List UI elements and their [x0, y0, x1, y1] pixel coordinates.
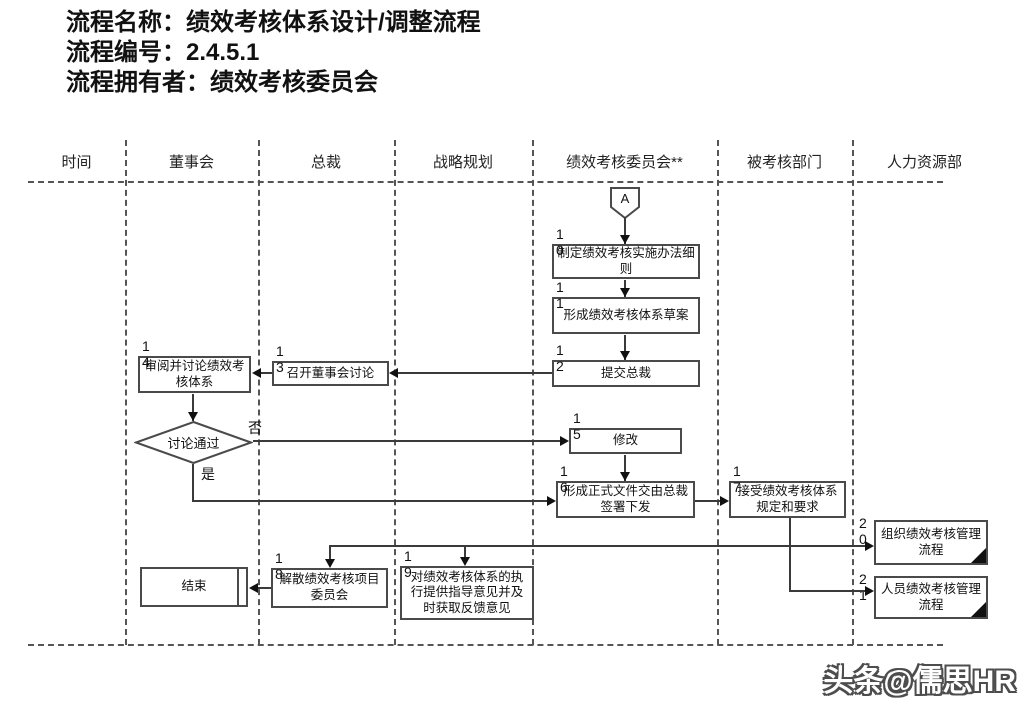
edge-16-to-17	[695, 500, 720, 502]
arrowhead-down-icon	[325, 559, 335, 568]
arrowhead-down-icon	[460, 557, 470, 566]
lane-header-president: 总裁	[310, 153, 341, 171]
edge-a-to-10	[624, 217, 626, 244]
step-number-14: 14	[142, 338, 150, 370]
lane-divider-6	[852, 140, 854, 645]
lane-header-hr: 人力资源部	[886, 153, 962, 171]
node-label: 提交总裁	[600, 365, 651, 380]
arrowhead-right-icon	[560, 436, 569, 446]
node-define-implementation-rules: 10 制定绩效考核实施办法细则	[552, 226, 700, 279]
arrowhead-left-icon	[252, 368, 261, 378]
node-label: 形成绩效考核体系草案	[563, 307, 689, 322]
decision-discussion-passed: 讨论通过	[134, 421, 253, 464]
title-block: 流程名称：绩效考核体系设计/调整流程 流程编号：2.4.5.1 流程拥有者：绩效…	[66, 8, 481, 98]
arrowhead-right-icon	[720, 496, 729, 506]
branch-label-no: 否	[248, 420, 262, 436]
node-review-and-discuss: 14 审阅并讨论绩效考核体系	[138, 338, 251, 393]
arrowhead-right-icon	[865, 541, 874, 551]
step-number-18: 18	[275, 550, 283, 582]
step-number-10: 10	[556, 226, 564, 258]
edge-decision-no-to-15	[253, 440, 560, 442]
decision-label: 讨论通过	[167, 436, 220, 451]
node-label: 审阅并讨论绩效考核体系	[144, 358, 245, 389]
header-underline	[28, 181, 943, 183]
node-label: 结束	[181, 579, 207, 594]
subprocess-corner-icon	[971, 548, 986, 563]
process-owner: 流程拥有者：绩效考核委员会	[66, 69, 378, 96]
arrowhead-down-icon	[620, 288, 630, 297]
arrowhead-down-icon	[188, 412, 198, 421]
node-label: 形成正式文件交由总裁签署下发	[562, 483, 688, 514]
node-label: 组织绩效考核管理流程	[880, 526, 981, 557]
lane-divider-5	[717, 140, 719, 645]
edge-decision-yes-down	[192, 464, 194, 502]
node-label: 对绩效考核体系的执行提供指导意见并及时获取反馈意见	[410, 569, 524, 615]
process-name: 流程名称：绩效考核体系设计/调整流程	[66, 9, 481, 36]
end-terminator-line	[237, 569, 239, 605]
lane-divider-3	[394, 140, 396, 645]
arrowhead-left-icon	[389, 368, 398, 378]
connector-a-label: A	[620, 190, 630, 206]
offpage-connector-a: A	[610, 187, 640, 219]
lane-divider-2	[258, 140, 260, 645]
subprocess-corner-icon	[971, 602, 986, 617]
edge-13-to-14	[261, 372, 272, 374]
lane-header-committee: 绩效考核委员会**	[566, 153, 683, 171]
edge-12-to-13	[398, 372, 552, 374]
node-label: 接受绩效考核体系规定和要求	[737, 483, 838, 514]
node-label: 修改	[612, 433, 638, 448]
lane-header-time: 时间	[61, 153, 92, 171]
bottom-border	[28, 644, 943, 646]
step-number-21: 21	[859, 571, 867, 603]
arrowhead-right-icon	[547, 496, 556, 506]
edge-14-to-decision	[192, 394, 194, 421]
arrowhead-down-icon	[620, 235, 630, 244]
edge-drop-to-18	[329, 546, 331, 560]
step-number-19: 19	[404, 548, 412, 580]
node-label: 召开董事会讨论	[286, 365, 375, 380]
node-accept-system-rules: 17 接受绩效考核体系规定和要求	[729, 463, 846, 518]
step-number-17: 17	[733, 463, 741, 495]
edge-trunk-to-21	[789, 590, 865, 592]
node-submit-president: 12 提交总裁	[552, 342, 700, 387]
node-end: 结束	[140, 567, 248, 607]
node-provide-guidance-feedback: 19 对绩效考核体系的执行提供指导意见并及时获取反馈意见	[400, 548, 534, 620]
arrowhead-left-icon	[249, 583, 258, 593]
process-number: 流程编号：2.4.5.1	[66, 39, 260, 66]
step-number-12: 12	[556, 342, 564, 374]
node-hold-board-meeting: 13 召开董事会讨论	[272, 343, 389, 386]
lane-header-strategy: 战略规划	[432, 153, 493, 171]
edge-distribution-to-20	[329, 545, 865, 547]
step-number-15: 15	[573, 410, 581, 442]
edge-15-to-16	[624, 455, 626, 481]
lane-header-assessed: 被考核部门	[746, 153, 822, 171]
node-label: 制定绩效考核实施办法细则	[557, 245, 695, 276]
node-label: 解散绩效考核项目委员会	[279, 572, 380, 602]
step-number-20: 20	[859, 515, 867, 547]
lane-divider-1	[125, 140, 127, 645]
node-form-official-document: 16 形成正式文件交由总裁签署下发	[556, 463, 695, 518]
lane-header-board: 董事会	[168, 153, 214, 171]
node-dissolve-project-committee: 18 解散绩效考核项目委员会	[271, 550, 388, 608]
lane-divider-4	[532, 140, 534, 645]
edge-drop-to-19	[464, 546, 466, 558]
branch-label-yes: 是	[201, 466, 215, 482]
node-org-performance-mgmt-process: 20 组织绩效考核管理流程	[859, 515, 988, 565]
node-modify: 15 修改	[569, 410, 682, 454]
arrowhead-right-icon	[865, 586, 874, 596]
edge-17-down-trunk	[789, 518, 791, 591]
arrowhead-down-icon	[620, 351, 630, 360]
step-number-16: 16	[560, 463, 568, 495]
node-personnel-performance-mgmt-process: 21 人员绩效考核管理流程	[859, 571, 988, 619]
edge-yes-to-16	[192, 500, 547, 502]
node-label: 人员绩效考核管理流程	[880, 581, 981, 612]
node-form-system-draft: 11 形成绩效考核体系草案	[552, 279, 700, 334]
edge-18-to-end	[258, 587, 271, 589]
step-number-11: 11	[556, 279, 564, 311]
edge-11-to-12	[624, 335, 626, 360]
arrowhead-down-icon	[620, 472, 630, 481]
watermark: 头条@儒思HR	[823, 665, 1016, 698]
step-number-13: 13	[276, 343, 284, 375]
